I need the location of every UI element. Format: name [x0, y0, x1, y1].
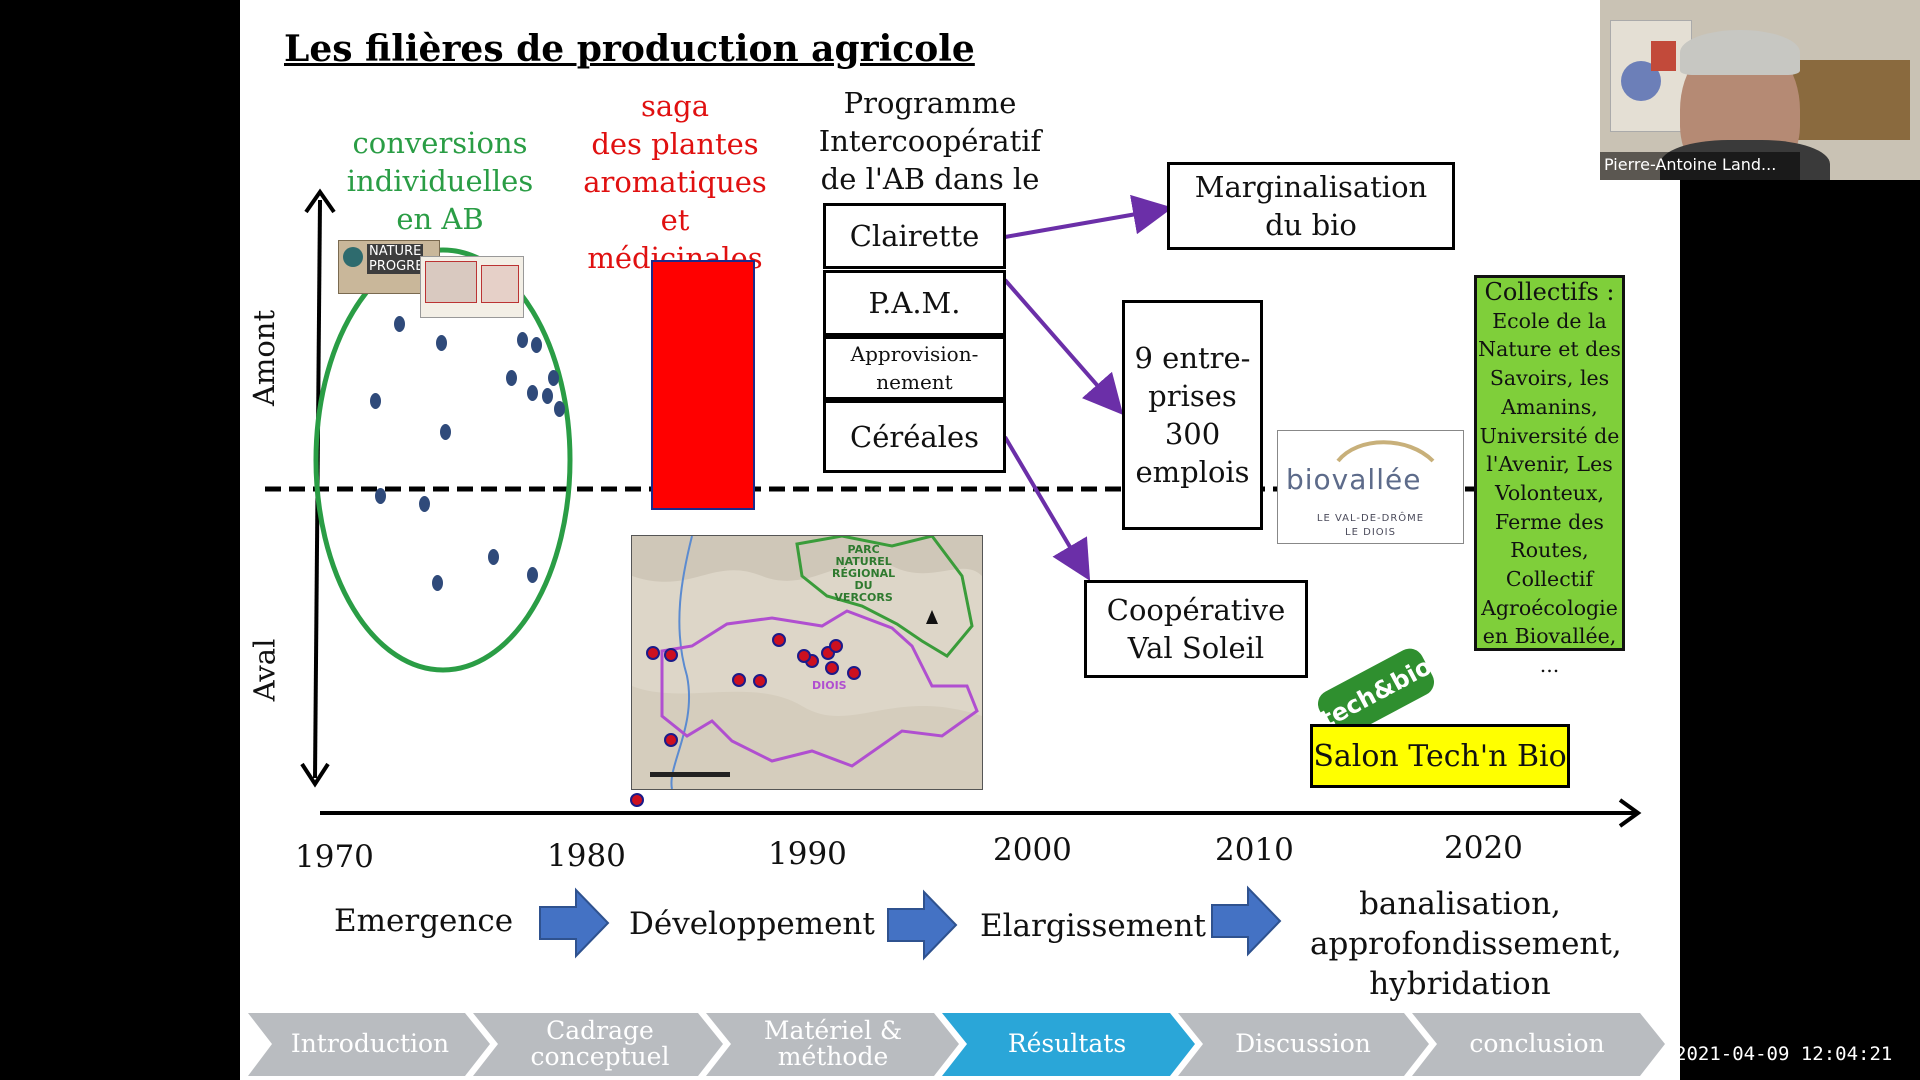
phase-developpement: Développement [629, 906, 875, 942]
presentation-slide: Les filières de production agricole Amon… [240, 0, 1680, 1080]
year-2000: 2000 [993, 832, 1072, 868]
recording-timestamp: 2021-04-09 12:04:21 [1675, 1043, 1893, 1065]
map-diois-label: DIOIS [812, 679, 847, 692]
year-1990: 1990 [768, 836, 847, 872]
conversions-label: conversions individuelles en AB [346, 126, 534, 236]
year-2020: 2020 [1444, 830, 1523, 866]
label-stickers-image [420, 256, 524, 318]
approvisionnement-box: Approvision- nement [823, 336, 1006, 400]
cooperative-box: Coopérative Val Soleil [1084, 580, 1308, 678]
nav-conclusion[interactable]: conclusion [1469, 1029, 1605, 1058]
year-1970: 1970 [295, 839, 374, 875]
arrow-right-icon [539, 887, 610, 959]
biovallee-logo: biovallée LE VAL-DE-DRÔME LE DIOIS [1277, 430, 1464, 544]
participant-video[interactable]: Pierre-Antoine Land... [1600, 0, 1920, 180]
phase-emergence: Emergence [334, 903, 514, 939]
entreprises-box: 9 entre- prises 300 emplois [1122, 300, 1263, 530]
saga-label: saga des plantes aromatiques et médicina… [583, 89, 767, 275]
axis-label-aval: Aval [247, 638, 281, 702]
collectifs-box: Collectifs : Ecole de la Nature et des S… [1474, 275, 1625, 677]
nav-resultats[interactable]: Résultats [1007, 1029, 1127, 1058]
salon-box: Salon Tech'n Bio [1310, 724, 1570, 788]
nav-discussion[interactable]: Discussion [1235, 1029, 1371, 1058]
phase-banalisation: banalisation, approfondissement, hybrida… [1310, 886, 1622, 1002]
diois-map: PARC NATUREL RÉGIONAL DU VERCORS DIOIS [631, 535, 983, 790]
diagram-lines [265, 188, 1642, 828]
arrow-right-icon [887, 889, 958, 961]
clairette-box: Clairette [823, 203, 1006, 269]
bookshelf [1790, 60, 1910, 140]
axis-label-amont: Amont [247, 309, 282, 407]
nav-cadrage-conceptuel[interactable]: Cadrage conceptuel [530, 1016, 670, 1071]
saga-red-bar [651, 260, 755, 510]
nav-chevrons-bg [248, 1013, 1665, 1076]
marginalisation-box: Marginalisation du bio [1167, 162, 1455, 250]
year-1980: 1980 [547, 838, 626, 874]
nav-materiel-methode[interactable]: Matériel & méthode [763, 1016, 903, 1071]
phase-elargissement: Elargissement [980, 908, 1206, 944]
nav-introduction[interactable]: Introduction [290, 1029, 450, 1058]
slide-title: Les filières de production agricole [284, 28, 975, 70]
year-2010: 2010 [1215, 832, 1294, 868]
pam-box: P.A.M. [823, 270, 1006, 336]
participant-name: Pierre-Antoine Land... [1604, 155, 1777, 174]
arrow-right-icon [1211, 885, 1282, 957]
wall-painting [1610, 20, 1692, 132]
map-parc-label: PARC NATUREL RÉGIONAL DU VERCORS [832, 543, 896, 604]
cereales-box: Céréales [823, 400, 1006, 473]
